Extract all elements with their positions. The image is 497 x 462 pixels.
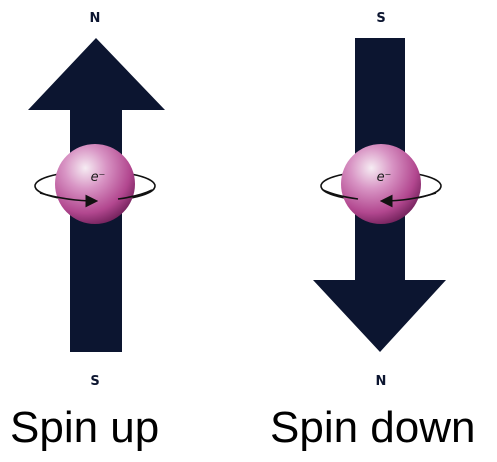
spin-down-sphere xyxy=(341,144,421,224)
spin-up-sphere xyxy=(55,144,135,224)
spin-up-electron: e⁻ xyxy=(34,144,156,224)
spin-up-caption: Spin up xyxy=(10,403,160,452)
spin-up-bottom-pole-label: S xyxy=(90,374,99,389)
spin-down-orbit-front xyxy=(322,189,359,200)
spin-down-orbit-arrow-icon xyxy=(379,192,437,208)
spin-up-electron-label: e⁻ xyxy=(91,170,106,185)
spin-down-bottom-pole-label: N xyxy=(376,374,387,389)
spin-down-panel: S e⁻ N xyxy=(313,11,446,389)
spin-down-electron: e⁻ xyxy=(320,144,442,224)
spin-up-panel: N e⁻ S xyxy=(28,11,165,389)
spin-up-orbit-arrow-icon xyxy=(39,192,99,208)
spin-down-top-pole-label: S xyxy=(376,11,385,26)
spin-up-top-pole-label: N xyxy=(90,11,101,26)
spin-up-orbit-front xyxy=(117,189,153,200)
spin-down-caption: Spin down xyxy=(270,403,476,452)
spin-down-electron-label: e⁻ xyxy=(377,170,392,185)
